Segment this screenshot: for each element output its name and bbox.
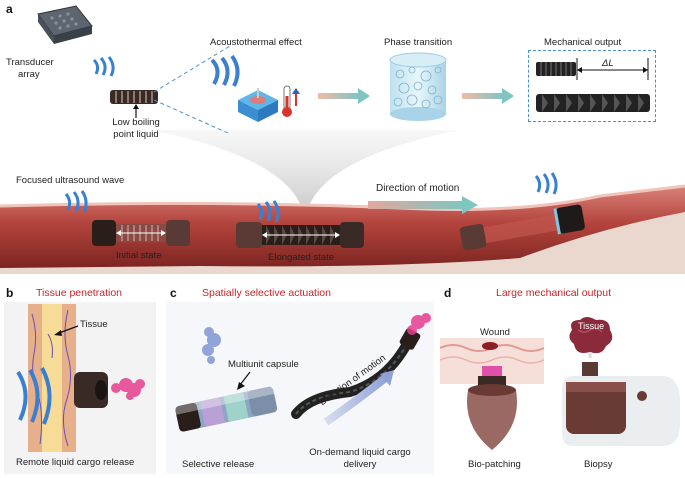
panel-b-title: Tissue penetration (36, 287, 122, 299)
transducer-label-line1: Transducer (6, 57, 54, 68)
bellows-capsule-icon (110, 90, 158, 104)
delta-l-label: ΔL (602, 58, 614, 69)
panel-c-caption-right-line2: delivery (343, 459, 377, 470)
liquid-label-line1: Low boiling (112, 117, 160, 128)
transducer-array-icon (37, 5, 93, 44)
zoom-dashed-lines (153, 45, 231, 135)
zoom-cone (150, 130, 460, 222)
capsule-pointer-arrow (237, 371, 251, 390)
wound-label: Wound (480, 327, 510, 338)
capsule-elongated (236, 222, 364, 248)
short-bellows-icon (536, 62, 576, 76)
elongated-state-label: Elongated state (268, 252, 335, 263)
capsule-moving (459, 204, 585, 251)
long-bellows-icon (536, 94, 650, 112)
delta-l-dimension (576, 58, 649, 80)
thermometer-icon (282, 85, 300, 117)
panel-c-caption-left: Selective release (182, 459, 255, 470)
capsule-label-c: Multiunit capsule (228, 359, 299, 370)
tissue-sample-icon (569, 317, 613, 358)
initial-state-label: Initial state (116, 250, 162, 261)
panel-d-letter: d (444, 286, 452, 300)
heated-block-icon (238, 88, 278, 122)
panel-d-caption-left: Bio-patching (468, 459, 521, 470)
focused-wave-icon-2 (256, 200, 280, 223)
cargo-plume-icon (202, 327, 221, 364)
transducer-label-line2: array (18, 69, 40, 80)
focused-wave-icon-1 (64, 190, 88, 213)
direction-arrow-c (323, 370, 394, 426)
curved-capsule-chain (291, 328, 421, 419)
multiunit-capsule-icon (174, 386, 278, 432)
panel-c-letter: c (170, 286, 177, 300)
panel-b-letter: b (6, 286, 14, 300)
mechanical-label: Mechanical output (544, 37, 622, 48)
process-arrow-1 (318, 88, 370, 104)
panel-d-title: Large mechanical output (496, 287, 611, 299)
focused-wave-label: Focused ultrasound wave (16, 175, 125, 186)
focused-wave-icon-3 (534, 172, 558, 195)
panel-d-caption-right: Biopsy (584, 459, 613, 470)
bio-patching-capsule (467, 366, 517, 450)
acoustothermal-wave-icon (210, 54, 240, 87)
process-arrow-2 (462, 88, 514, 104)
capsule-b-icon (74, 372, 108, 408)
panel-b-caption: Remote liquid cargo release (16, 457, 135, 468)
capsule-initial (92, 220, 190, 246)
panel-c-caption-right-line1: On-demand liquid cargo (309, 447, 411, 458)
acoustothermal-label: Acoustothermal effect (210, 37, 302, 48)
phase-label: Phase transition (384, 37, 453, 48)
direction-label-a: Direction of motion (376, 183, 460, 194)
bubbles-cylinder-icon (389, 52, 447, 121)
mechanical-output-box (528, 50, 656, 122)
biopsy-capsule (562, 362, 680, 446)
tissue-pointer-arrow (54, 325, 79, 336)
liquid-label-line2: point liquid (113, 129, 159, 140)
cargo-release-c-icon (407, 313, 431, 335)
ultrasound-wave-icon (92, 56, 115, 77)
tissue-label-d: Tissue (578, 321, 605, 331)
panel-c-title: Spatially selective actuation (202, 287, 331, 299)
panel-a-letter: a (6, 2, 13, 16)
direction-arrow-a (368, 196, 478, 214)
penetrating-wave-icon (16, 367, 52, 425)
cargo-release-icon (111, 378, 145, 400)
tissue-label-b: Tissue (80, 319, 108, 330)
liquid-pointer-arrow (133, 104, 139, 118)
